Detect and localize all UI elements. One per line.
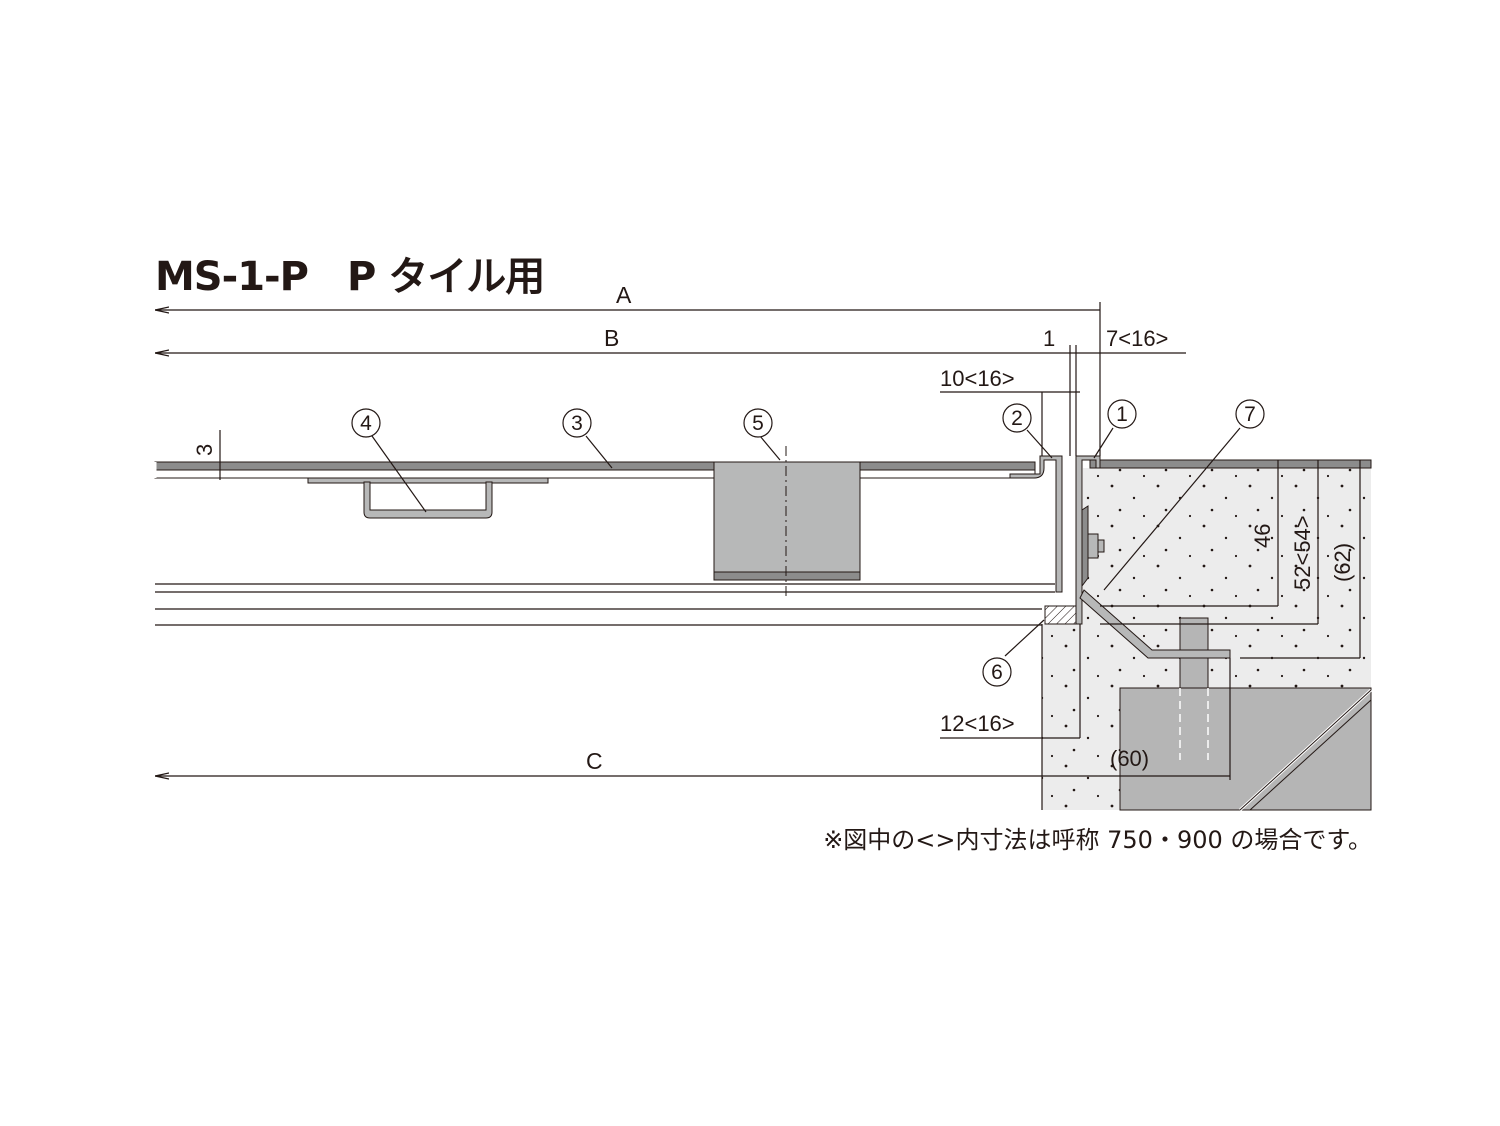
anchor-block [1119,687,1372,811]
drawing-title: MS-1-P P タイル用 [155,254,544,300]
dim-label-3: 3 [192,444,217,456]
callout-leaders [371,427,1241,657]
floor-tile-3 [154,461,1036,471]
dim-label-52-54: 52<54> [1290,515,1315,590]
right-floor-tile [1089,459,1372,469]
concrete-slab [1041,468,1373,812]
callout-7: 7 [1235,399,1265,429]
stiffener-channel [363,481,493,519]
callout-3: 3 [562,408,592,438]
gasket [1044,605,1078,625]
dim-label-10-16: 10<16> [940,366,1015,391]
callout-5: 5 [743,408,773,438]
dim-label-12-16: 12<16> [940,711,1015,736]
callout-3-number: 3 [571,412,583,435]
callout-6: 6 [982,657,1012,687]
callout-4: 4 [351,408,381,438]
dim-label-1: 1 [1043,326,1055,351]
dim-label-62: (62) [1330,543,1355,582]
callout-5-number: 5 [752,412,764,435]
bolt-head [1087,533,1099,559]
callout-2-number: 2 [1011,407,1023,430]
footnote: ※図中の<>内寸法は呼称 750・900 の場合です。 [823,826,1372,854]
callout-6-number: 6 [991,661,1003,684]
dim-label-a: A [616,282,632,308]
anchor-plate [1081,505,1089,588]
hinge-block [713,461,861,581]
frame-profile-2 [1009,455,1063,593]
dim-label-46: 46 [1250,524,1275,548]
dim-label-b: B [604,325,619,351]
callout-1: 1 [1107,399,1137,429]
cover-plate-assembly [153,446,1078,626]
callout-7-number: 7 [1244,403,1256,426]
callout-1-number: 1 [1116,403,1128,426]
dim-label-7-16: 7<16> [1106,326,1168,351]
callout-4-number: 4 [360,412,372,435]
callout-2: 2 [1002,403,1032,433]
dim-label-60: (60) [1110,746,1149,771]
dim-label-c: C [586,748,603,774]
dimension-lines [155,302,1361,780]
